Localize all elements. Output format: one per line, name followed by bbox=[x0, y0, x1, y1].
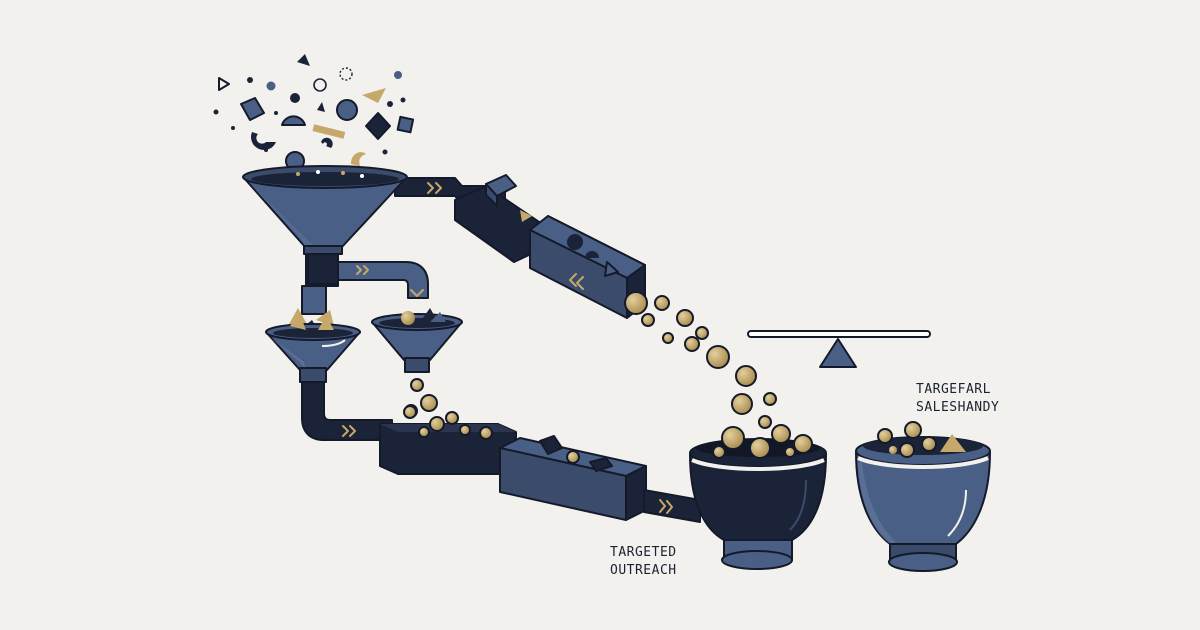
saleshandy-line1: TARGEFARL bbox=[916, 382, 991, 397]
left-small-funnel bbox=[265, 308, 361, 383]
saleshandy-line2: SALESHANDY bbox=[916, 400, 1000, 415]
main-funnel bbox=[242, 165, 408, 285]
saleshandy-label: TARGEFARL SALESHANDY bbox=[916, 381, 999, 417]
scale-icon bbox=[747, 330, 931, 368]
targeted-outreach-label: TARGETED OUTREACH bbox=[610, 544, 677, 580]
bent-pipe bbox=[323, 261, 429, 299]
targeted-outreach-bowl bbox=[689, 424, 827, 570]
saleshandy-bowl bbox=[855, 421, 991, 572]
targeted-outreach-line2: OUTREACH bbox=[610, 563, 677, 578]
bottom-conveyor bbox=[379, 405, 701, 523]
lower-pipe bbox=[301, 381, 393, 441]
confetti-shapes bbox=[213, 54, 415, 171]
diagonal-conveyor bbox=[454, 174, 646, 319]
ball-stream bbox=[624, 291, 777, 429]
right-small-funnel bbox=[371, 308, 463, 373]
targeted-outreach-line1: TARGETED bbox=[610, 545, 677, 560]
